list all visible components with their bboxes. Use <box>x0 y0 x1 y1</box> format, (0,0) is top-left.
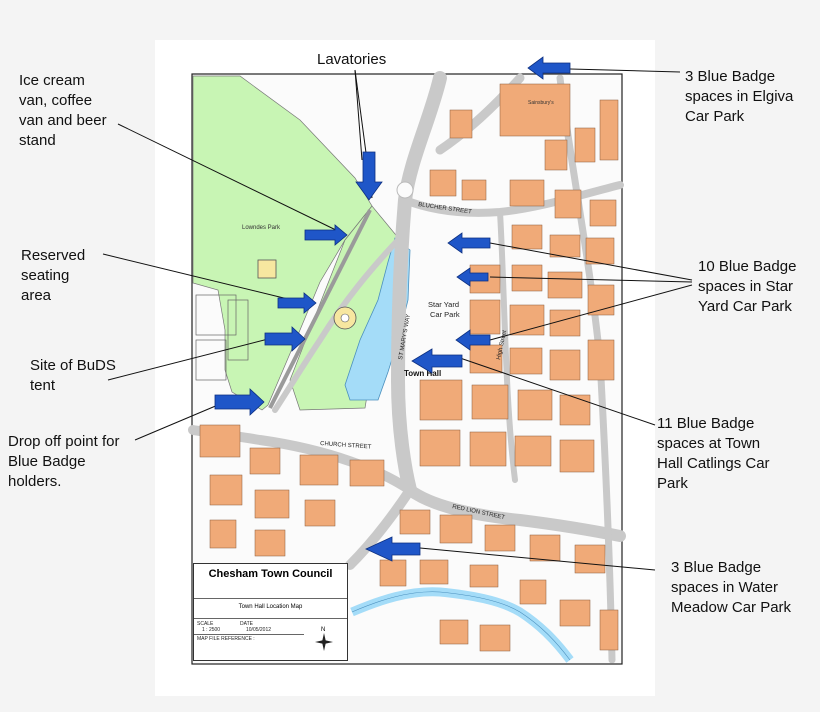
scale-value: 1 : 2500 <box>202 627 221 633</box>
callout-reserved-seating: Reserved seating area <box>21 247 86 304</box>
callout-star-yard: 10 Blue Badge spaces in Star Yard Car Pa… <box>698 258 797 315</box>
svg-text:N: N <box>321 627 325 633</box>
north-arrow-icon: N <box>315 627 333 651</box>
callout-water-meadow: 3 Blue Badge spaces in Water Meadow Car … <box>671 559 792 616</box>
callout-town-hall-catlings: 11 Blue Badge spaces at Town Hall Catlin… <box>657 415 770 492</box>
arrow-ice-cream <box>304 224 348 246</box>
park-building <box>257 259 277 279</box>
church-street-label: CHURCH STREET <box>320 441 372 451</box>
lowndes-park <box>192 75 373 411</box>
date-value: 10/05/2012 <box>246 627 272 633</box>
map-name: Town Hall Location Map <box>238 604 303 610</box>
arrow-lavatories <box>355 151 383 201</box>
callout-ice-cream: Ice cream van, coffee van and beer stand <box>19 72 107 149</box>
outline-buildings <box>195 294 249 381</box>
star-yard-label-2: Car Park <box>430 310 460 319</box>
date-label: DATE <box>240 621 253 627</box>
arrow-star-yard-1 <box>447 232 491 254</box>
scale-label: SCALE <box>197 621 214 627</box>
town-hall-label: Town Hall <box>404 369 441 378</box>
arrows <box>214 56 571 562</box>
arrow-drop-off <box>214 388 265 416</box>
arrow-water-meadow <box>365 536 421 562</box>
star-yard-label-1: Star Yard <box>428 300 459 309</box>
lowndes-park-label: Lowndes Park <box>242 225 281 231</box>
arrow-reserved-seating <box>277 292 317 314</box>
callout-buds-tent: Site of BuDS tent <box>30 357 116 394</box>
sainsburys-label: Sainsbury's <box>528 100 554 106</box>
leader-lines <box>102 68 693 571</box>
callout-elgiva: 3 Blue Badge spaces in Elgiva Car Park <box>685 68 794 125</box>
arrow-town-hall <box>411 348 463 374</box>
buildings <box>199 83 619 652</box>
title-block: Chesham Town Council Town Hall Location … <box>193 563 348 661</box>
arrow-elgiva <box>527 56 571 80</box>
arrow-buds-tent <box>264 326 306 352</box>
roundabout <box>396 181 414 199</box>
park-path <box>268 209 372 409</box>
arrow-star-yard-3 <box>455 329 491 351</box>
map-file-reference: MAP FILE REFERENCE : <box>197 636 255 642</box>
council-name: Chesham Town Council <box>208 568 333 580</box>
arrow-star-yard-2 <box>456 267 489 287</box>
callout-drop-off: Drop off point for Blue Badge holders. <box>8 433 120 490</box>
callout-lavatories: Lavatories <box>317 51 387 68</box>
